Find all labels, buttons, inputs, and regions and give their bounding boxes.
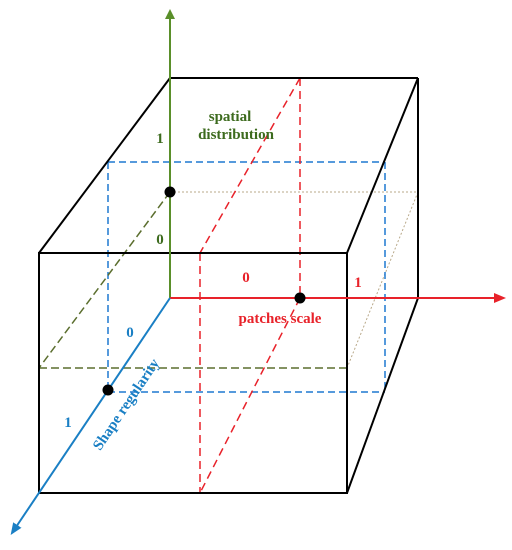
x-axis-zero-label: 0 [242,270,250,286]
cube-outline [38,77,419,494]
x-axis-title: patches scale [239,311,322,327]
z-axis-title: Shape regularity [90,356,163,454]
x-axis-one-label: 1 [354,275,362,291]
tan-plane-lines [170,191,419,369]
z-axis-arrow [10,297,171,535]
y-axis-title-line2: distribution [198,127,275,143]
green-plane-lines [38,191,347,369]
y-axis-title-line1: spatial [209,109,252,125]
point-spatial-distribution [164,186,176,198]
red-plane-lines [199,77,301,494]
y-axis-zero-label: 0 [156,232,164,248]
z-axis-zero-label: 0 [126,325,134,341]
blue-plane-lines [107,161,386,393]
z-axis-one-label: 1 [64,415,72,431]
point-patches-scale [294,292,306,304]
y-axis-one-label: 1 [156,131,164,147]
point-shape-regularity [102,384,114,396]
